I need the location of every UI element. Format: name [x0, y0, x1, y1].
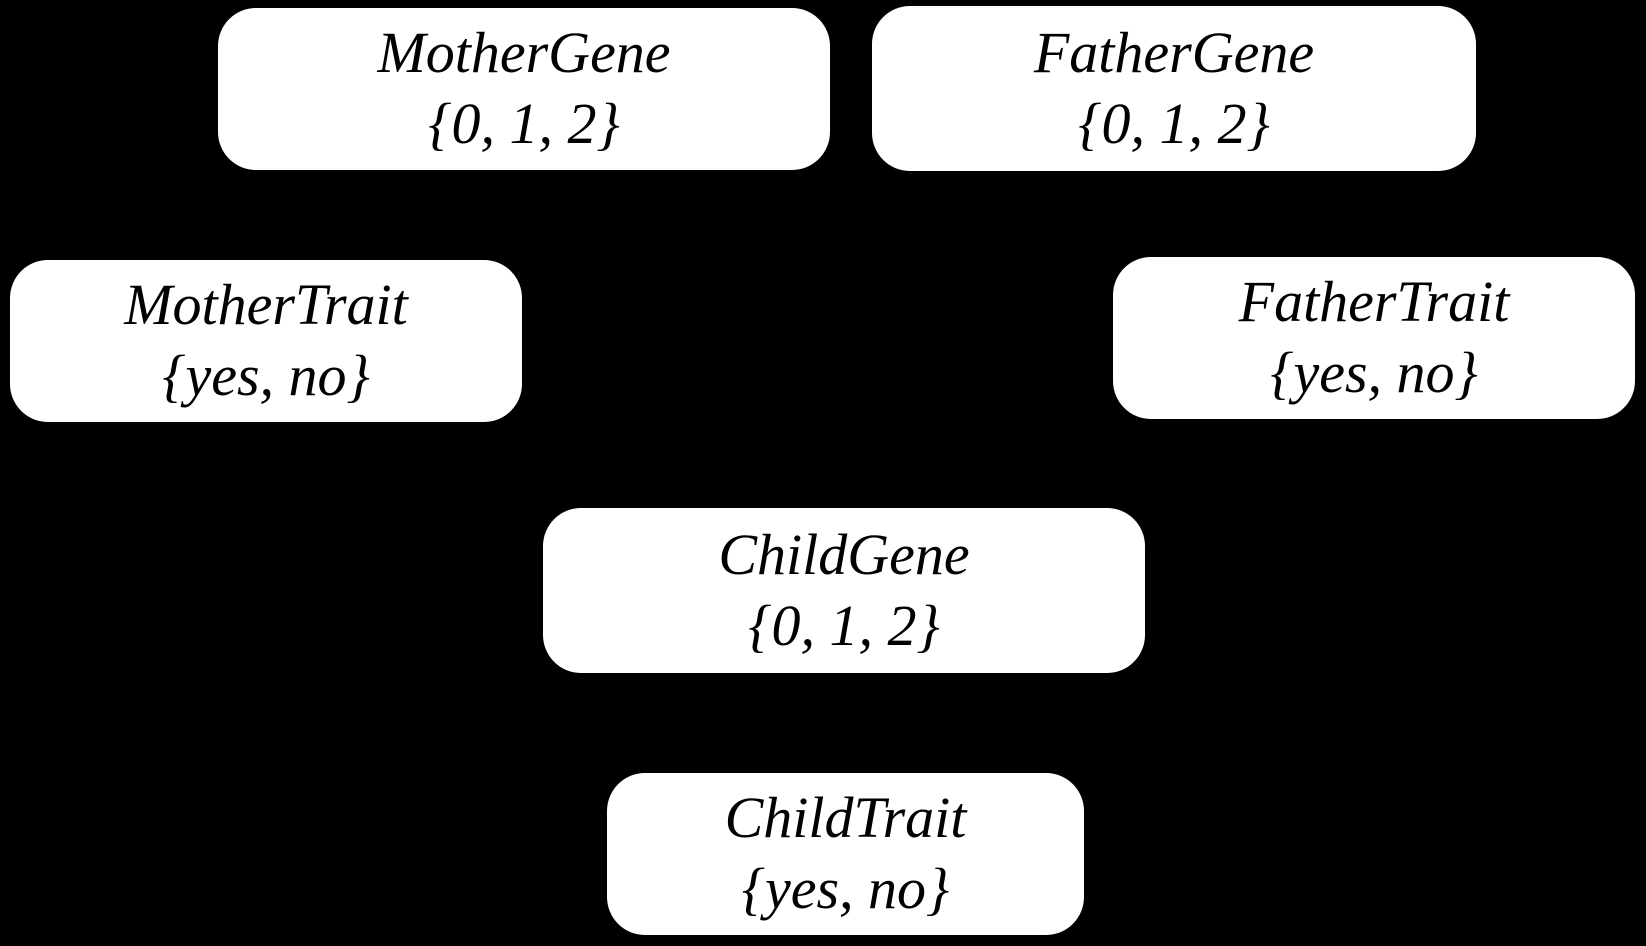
node-mother-gene: MotherGene {0, 1, 2} — [218, 8, 830, 170]
node-mother-trait-label: MotherTrait — [124, 272, 408, 338]
node-father-trait: FatherTrait {yes, no} — [1113, 257, 1635, 419]
node-mother-gene-label: MotherGene — [377, 20, 671, 86]
node-mother-gene-values: {0, 1, 2} — [428, 91, 620, 156]
node-child-trait-label: ChildTrait — [724, 785, 967, 851]
node-mother-trait-values: {yes, no} — [162, 343, 370, 408]
node-child-gene-values: {0, 1, 2} — [748, 592, 940, 658]
node-child-trait-values: {yes, no} — [741, 856, 950, 921]
node-father-gene-values: {0, 1, 2} — [1078, 90, 1270, 156]
node-mother-trait: MotherTrait {yes, no} — [10, 260, 522, 422]
node-father-trait-label: FatherTrait — [1238, 269, 1510, 335]
node-child-gene: ChildGene {0, 1, 2} — [543, 508, 1145, 673]
node-father-gene: FatherGene {0, 1, 2} — [872, 6, 1476, 171]
node-child-trait: ChildTrait {yes, no} — [607, 773, 1084, 935]
node-father-trait-values: {yes, no} — [1270, 340, 1478, 405]
node-child-gene-label: ChildGene — [718, 521, 970, 587]
node-father-gene-label: FatherGene — [1033, 19, 1315, 85]
